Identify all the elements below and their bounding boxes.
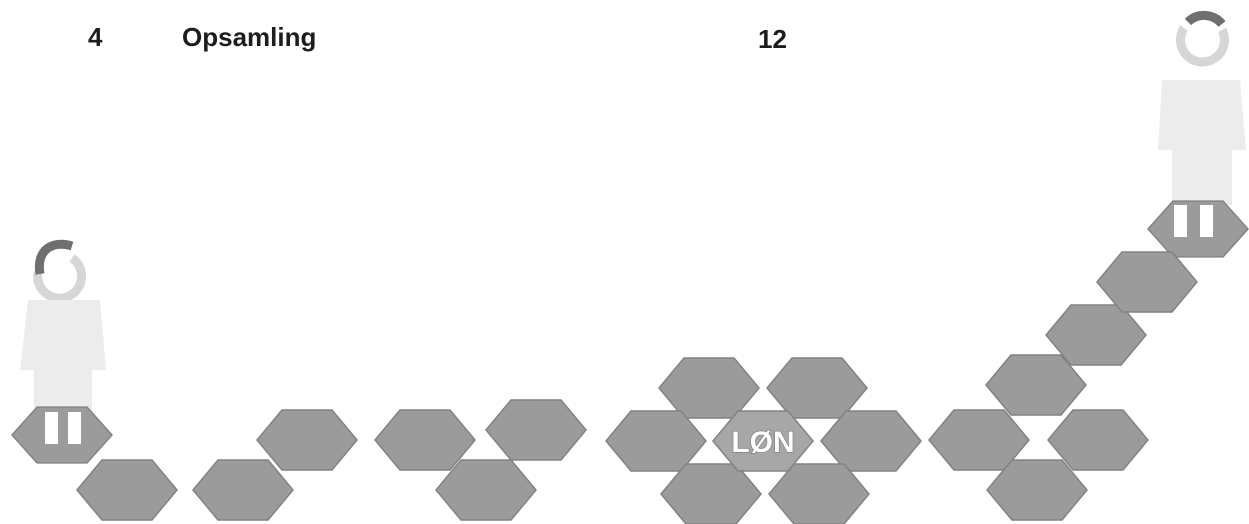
- left-figure-body: [20, 300, 106, 415]
- hexagon-path: [77, 252, 1197, 524]
- left-figure-head-arc: [39, 244, 72, 274]
- path-hexagon: [77, 460, 177, 520]
- cluster-hexagon: [769, 464, 869, 524]
- path-hexagon: [193, 460, 293, 520]
- cluster-hexagon: [606, 411, 706, 471]
- right-foot-slot: [1200, 205, 1213, 237]
- right-figure-body: [1158, 80, 1246, 205]
- path-hexagon: [486, 400, 586, 460]
- cluster-hexagon: [821, 411, 921, 471]
- left-figure: [20, 244, 106, 415]
- right-pedestal-hexagon: [1148, 201, 1248, 257]
- right-figure-head-arc: [1188, 15, 1222, 24]
- left-foot-slot: [68, 412, 81, 444]
- left-figure-head-outline: [38, 258, 82, 298]
- path-hexagon: [257, 410, 357, 470]
- center-label: LØN: [731, 426, 794, 459]
- right-figure: [1158, 15, 1246, 205]
- left-pedestal-hexagon: [12, 407, 112, 463]
- right-foot-slot: [1174, 205, 1187, 237]
- cluster-hexagon: [661, 464, 761, 524]
- right-figure-head-outline: [1180, 28, 1224, 62]
- left-foot-slot: [45, 412, 58, 444]
- cluster-hexagon: [767, 358, 867, 418]
- cluster-hexagon: [659, 358, 759, 418]
- path-hexagon: [1097, 252, 1197, 312]
